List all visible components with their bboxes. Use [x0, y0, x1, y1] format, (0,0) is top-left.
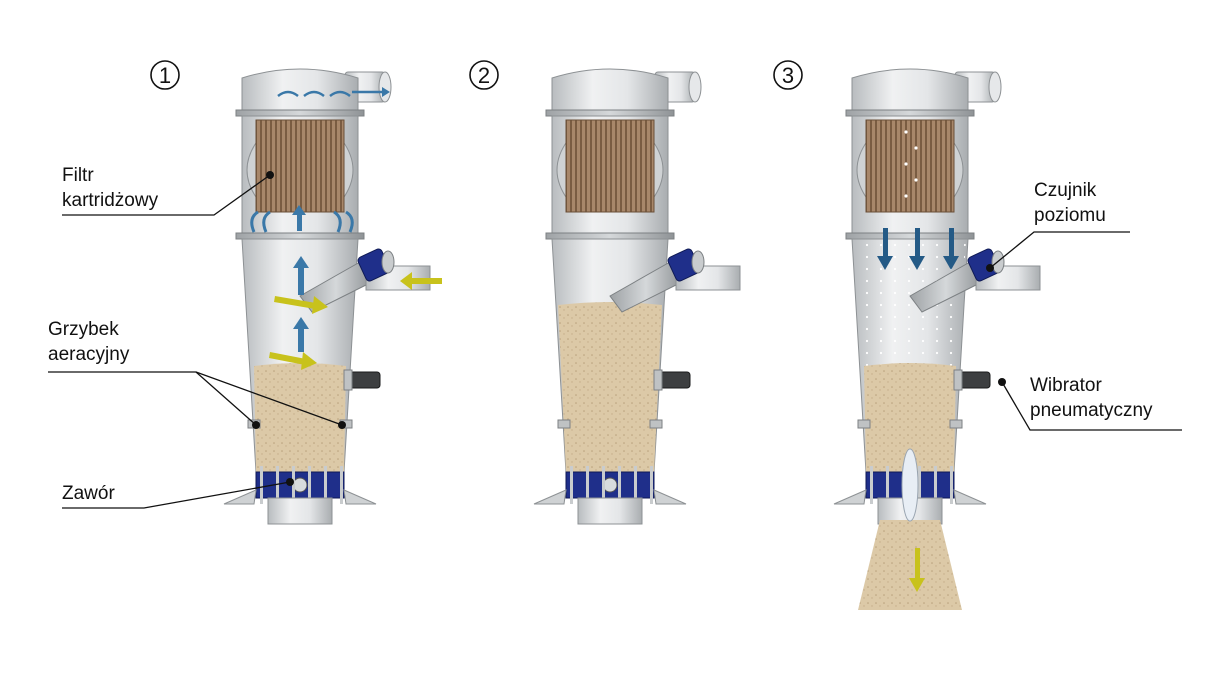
filter-dot [904, 194, 908, 198]
support-bracket-left [833, 489, 867, 505]
stage-number-3: 3 [773, 60, 803, 90]
powder-fill [864, 363, 956, 472]
vibrator-mount [343, 369, 353, 391]
filter-dot [914, 146, 918, 150]
discharge-pipe [267, 497, 333, 525]
valve-bolt [950, 466, 953, 504]
support-bracket-right [953, 489, 987, 505]
label-pneumatic-vibrator: Wibrator pneumatyczny [998, 375, 1182, 431]
vessel-dome [851, 68, 969, 113]
pneumatic-vibrator [349, 371, 381, 389]
level-sensor-cap [381, 250, 395, 274]
valve-bolt [618, 466, 621, 504]
top-flange [845, 109, 975, 117]
perforation-zone [854, 240, 966, 368]
vibrator-mount [653, 369, 663, 391]
powder-fill [558, 302, 662, 472]
discharge-arrow-stage-3 [909, 548, 925, 592]
valve-bolt [650, 466, 653, 504]
aeration-mushroom-right [649, 419, 663, 429]
support-bracket-right [653, 489, 687, 505]
svg-text:1: 1 [159, 63, 171, 88]
label-filter: Filtr kartridżowy [62, 165, 274, 216]
powder-fill [254, 363, 346, 472]
svg-text:kartridżowy: kartridżowy [62, 190, 159, 211]
svg-text:Filtr: Filtr [62, 165, 94, 186]
svg-text:Czujnik: Czujnik [1034, 180, 1097, 201]
label-valve: Zawór [62, 478, 294, 509]
material-flow-arrows-stage-1 [269, 272, 442, 370]
aeration-mushroom-left [557, 419, 571, 429]
svg-text:Zawór: Zawór [62, 483, 115, 504]
level-sensor-cap [691, 250, 705, 274]
inspection-port-left [556, 139, 569, 201]
vessel-dome [241, 68, 359, 113]
valve-bolt [918, 466, 921, 504]
inspection-port-right [341, 139, 354, 201]
valve-bolt [886, 466, 889, 504]
filter-cartridge [565, 119, 655, 213]
inspection-port-right [651, 139, 664, 201]
stage-number-1: 1 [150, 60, 180, 90]
label-level-sensor: Czujnik poziomu [986, 180, 1130, 272]
valve-bolt [276, 466, 279, 504]
aeration-mushroom-left [857, 419, 871, 429]
support-bracket-right [343, 489, 377, 505]
svg-text:2: 2 [478, 63, 490, 88]
svg-text:Wibrator: Wibrator [1030, 375, 1102, 396]
valve-bolt [292, 466, 295, 504]
top-flange [235, 109, 365, 117]
svg-text:3: 3 [782, 63, 794, 88]
bottom-flange [235, 232, 365, 240]
valve-bolt [308, 466, 311, 504]
air-flow-arrows-stage-3 [877, 228, 959, 270]
filter-dot [904, 130, 908, 134]
unit-stage-1 [223, 68, 431, 525]
outlet-pipe-end [378, 71, 392, 103]
air-flow-arrows-stage-1 [250, 87, 390, 352]
valve-bolt [260, 466, 263, 504]
filter-dot [904, 162, 908, 166]
discharge-pipe [577, 497, 643, 525]
discharged-powder [858, 520, 962, 610]
support-bracket-left [533, 489, 567, 505]
filter-cartridge [865, 119, 955, 213]
unit-stage-3 [833, 68, 1041, 610]
svg-text:pneumatyczny: pneumatyczny [1030, 400, 1153, 421]
outlet-pipe-end [688, 71, 702, 103]
svg-text:aeracyjny: aeracyjny [48, 344, 130, 365]
svg-text:poziomu: poziomu [1034, 205, 1106, 226]
pneumatic-vibrator [659, 371, 691, 389]
bottom-flange [545, 232, 675, 240]
valve-bolt [934, 466, 937, 504]
support-bracket-left [223, 489, 257, 505]
valve-bolt [870, 466, 873, 504]
top-flange [545, 109, 675, 117]
open-valve-disc [901, 448, 919, 522]
stage-number-2: 2 [469, 60, 499, 90]
filter-cartridge [255, 119, 345, 213]
svg-text:Grzybek: Grzybek [48, 319, 119, 340]
inspection-port-left [856, 139, 869, 201]
inspection-port-right [951, 139, 964, 201]
label-aeration-mushroom: Grzybek aeracyjny [48, 319, 346, 429]
outlet-pipe-end [988, 71, 1002, 103]
valve-bolt [570, 466, 573, 504]
unit-stage-2 [533, 68, 741, 525]
aeration-mushroom-right [949, 419, 963, 429]
pneumatic-vibrator [959, 371, 991, 389]
valve-bolt [324, 466, 327, 504]
valve-bolt [602, 466, 605, 504]
valve-hub [292, 477, 308, 493]
valve-hub [602, 477, 618, 493]
vessel-dome [551, 68, 669, 113]
bottom-flange [845, 232, 975, 240]
valve-bolt [586, 466, 589, 504]
filter-dot [914, 178, 918, 182]
valve-bolt [340, 466, 343, 504]
valve-bolt [634, 466, 637, 504]
vibrator-mount [953, 369, 963, 391]
